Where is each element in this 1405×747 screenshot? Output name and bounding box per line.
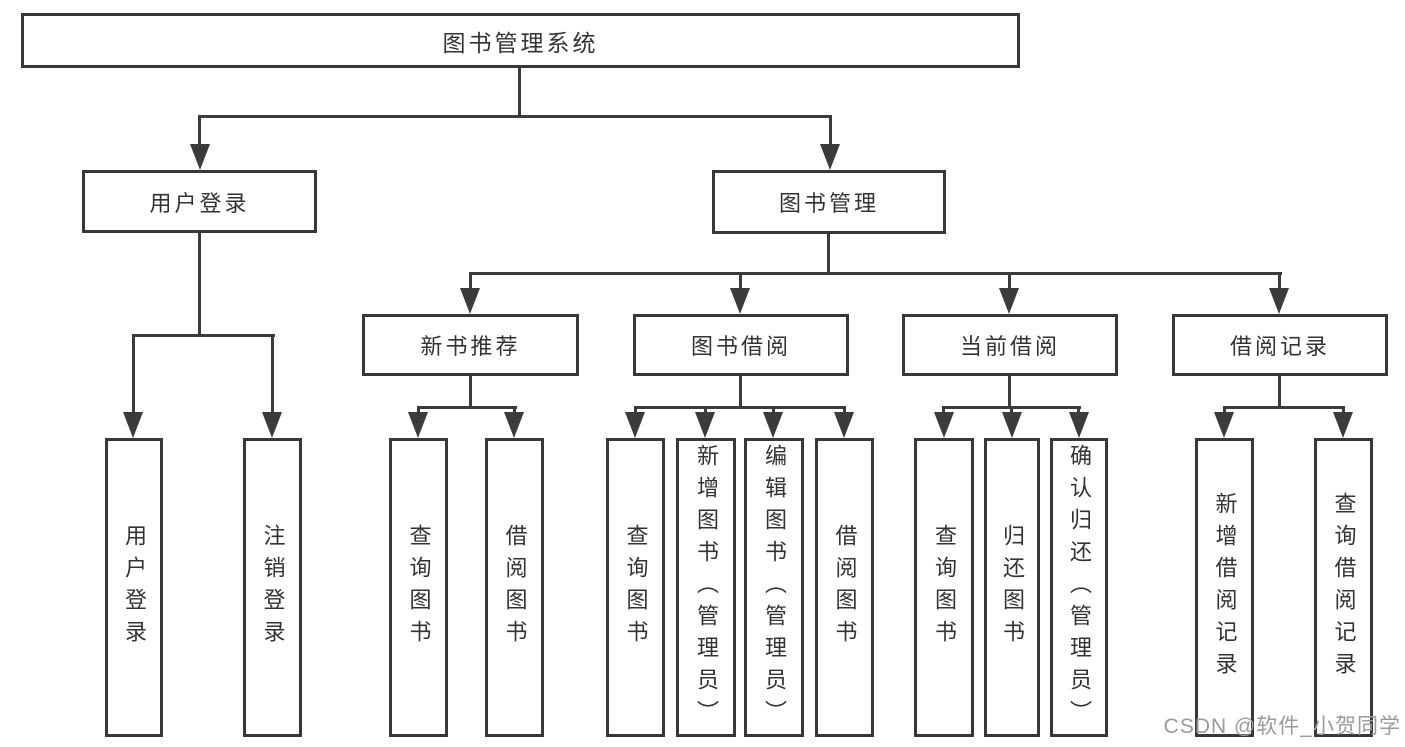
arrow-down-icon: [262, 412, 282, 438]
connector-line: [198, 233, 201, 337]
connector-line: [132, 334, 275, 337]
connector-line: [772, 406, 775, 416]
connector-line: [469, 272, 1282, 275]
connector-line: [827, 234, 830, 275]
connector-line: [417, 406, 420, 416]
node-bb-query-books: 查询图书: [606, 438, 665, 737]
node-current-borrowing: 当前借阅: [902, 314, 1118, 376]
node-book-management: 图书管理: [712, 170, 946, 234]
node-nb-query-books: 查询图书: [389, 438, 448, 737]
connector-line: [271, 334, 274, 416]
node-nb-borrow-books: 借阅图书: [485, 438, 544, 737]
arrow-down-icon: [1269, 288, 1289, 314]
arrow-down-icon: [763, 412, 783, 438]
node-bb-borrow-books: 借阅图书: [815, 438, 874, 737]
node-cb-return-books: 归还图书: [984, 438, 1040, 737]
connector-line: [843, 406, 846, 416]
arrow-down-icon: [625, 412, 645, 438]
arrow-down-icon: [1002, 412, 1022, 438]
arrow-down-icon: [1069, 412, 1089, 438]
connector-line: [518, 68, 521, 118]
connector-line: [1223, 406, 1226, 416]
connector-line: [513, 406, 516, 416]
arrow-down-icon: [1333, 412, 1353, 438]
connector-line: [417, 406, 517, 409]
connector-line: [1342, 406, 1345, 416]
connector-line: [132, 334, 135, 416]
connector-line: [942, 406, 945, 416]
arrow-down-icon: [190, 144, 210, 170]
watermark: CSDN @软件_小贺同学: [1163, 715, 1401, 738]
node-user-login: 用户登录: [82, 170, 317, 233]
arrow-down-icon: [695, 412, 715, 438]
arrow-down-icon: [460, 288, 480, 314]
node-library-system: 图书管理系统: [21, 13, 1020, 68]
connector-line: [704, 406, 707, 416]
connector-line: [829, 115, 832, 147]
connector-line: [198, 115, 201, 147]
connector-line: [1008, 376, 1011, 409]
arrow-down-icon: [123, 412, 143, 438]
connector-line: [1010, 406, 1013, 416]
connector-line: [198, 115, 832, 118]
connector-line: [1008, 272, 1011, 290]
connector-line: [739, 272, 742, 290]
node-book-borrowing: 图书借阅: [633, 314, 849, 376]
node-borrowing-records: 借阅记录: [1172, 314, 1388, 376]
arrow-down-icon: [999, 288, 1019, 314]
connector-line: [634, 406, 637, 416]
node-cb-confirm-return-admin: 确认归还（管理员）: [1050, 438, 1108, 737]
connector-line: [739, 376, 742, 409]
node-bb-add-books-admin: 新增图书（管理员）: [676, 438, 736, 737]
node-cb-query-books: 查询图书: [914, 438, 974, 737]
connector-line: [634, 406, 846, 409]
connector-line: [469, 272, 472, 290]
arrow-down-icon: [1214, 412, 1234, 438]
arrow-down-icon: [820, 144, 840, 170]
node-user-login-leaf: 用户登录: [105, 438, 163, 737]
arrow-down-icon: [934, 412, 954, 438]
node-br-query-record: 查询借阅记录: [1314, 438, 1373, 737]
node-new-book-recommend: 新书推荐: [362, 314, 579, 376]
node-logout-leaf: 注销登录: [243, 438, 302, 737]
connector-line: [1278, 272, 1281, 290]
node-bb-edit-books-admin: 编辑图书（管理员）: [744, 438, 804, 737]
connector-line: [1223, 406, 1345, 409]
connector-line: [1278, 376, 1281, 409]
arrow-down-icon: [834, 412, 854, 438]
node-br-add-record: 新增借阅记录: [1195, 438, 1254, 737]
arrow-down-icon: [730, 288, 750, 314]
arrow-down-icon: [504, 412, 524, 438]
arrow-down-icon: [408, 412, 428, 438]
connector-line: [1077, 406, 1080, 416]
connector-line: [469, 376, 472, 409]
